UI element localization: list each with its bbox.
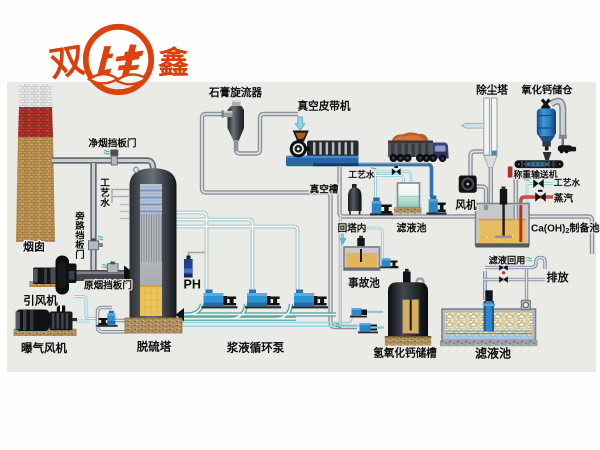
svg-text:路: 路 (75, 221, 85, 232)
svg-text:除尘塔: 除尘塔 (476, 84, 508, 97)
svg-text:风机: 风机 (455, 199, 477, 212)
svg-text:双: 双 (47, 40, 88, 84)
svg-text:石膏旋流器: 石膏旋流器 (208, 86, 262, 99)
svg-text:工艺水: 工艺水 (554, 177, 581, 188)
svg-text:工艺水: 工艺水 (348, 169, 375, 180)
svg-text:原烟挡板门: 原烟挡板门 (84, 280, 132, 292)
svg-text:旁: 旁 (74, 211, 85, 222)
svg-text:称重输送机: 称重输送机 (514, 169, 558, 180)
svg-text:氧化钙储仓: 氧化钙储仓 (521, 84, 574, 97)
svg-text:氢氧化钙储槽: 氢氧化钙储槽 (373, 347, 437, 360)
svg-text:排放: 排放 (547, 270, 570, 284)
svg-text:回塔内: 回塔内 (338, 223, 367, 235)
svg-text:挡: 挡 (75, 230, 84, 241)
svg-text:鑫: 鑫 (158, 46, 189, 81)
svg-text:水: 水 (99, 197, 110, 209)
svg-text:Ca(OH)2制备池: Ca(OH)2制备池 (531, 222, 599, 236)
svg-text:滤液池: 滤液池 (475, 346, 511, 361)
svg-text:事故池: 事故池 (348, 277, 380, 290)
svg-text:浆液循环泵: 浆液循环泵 (227, 341, 285, 355)
svg-text:滤液池: 滤液池 (397, 222, 427, 235)
svg-text:板: 板 (75, 240, 85, 251)
svg-text:真空槽: 真空槽 (310, 184, 339, 196)
svg-text:PH: PH (184, 278, 201, 292)
svg-text:艺: 艺 (100, 187, 110, 199)
svg-text:净烟挡板门: 净烟挡板门 (89, 138, 137, 150)
svg-text:引风机: 引风机 (23, 294, 58, 308)
svg-text:蒸汽: 蒸汽 (554, 193, 574, 205)
svg-text:门: 门 (75, 249, 84, 260)
svg-text:脱硫塔: 脱硫塔 (137, 340, 172, 354)
svg-text:真空皮带机: 真空皮带机 (298, 100, 351, 113)
svg-text:滤液回用: 滤液回用 (489, 255, 526, 266)
svg-text:工: 工 (100, 178, 110, 189)
svg-text:曝气风机: 曝气风机 (21, 341, 67, 355)
svg-text:烟囱: 烟囱 (23, 240, 45, 254)
